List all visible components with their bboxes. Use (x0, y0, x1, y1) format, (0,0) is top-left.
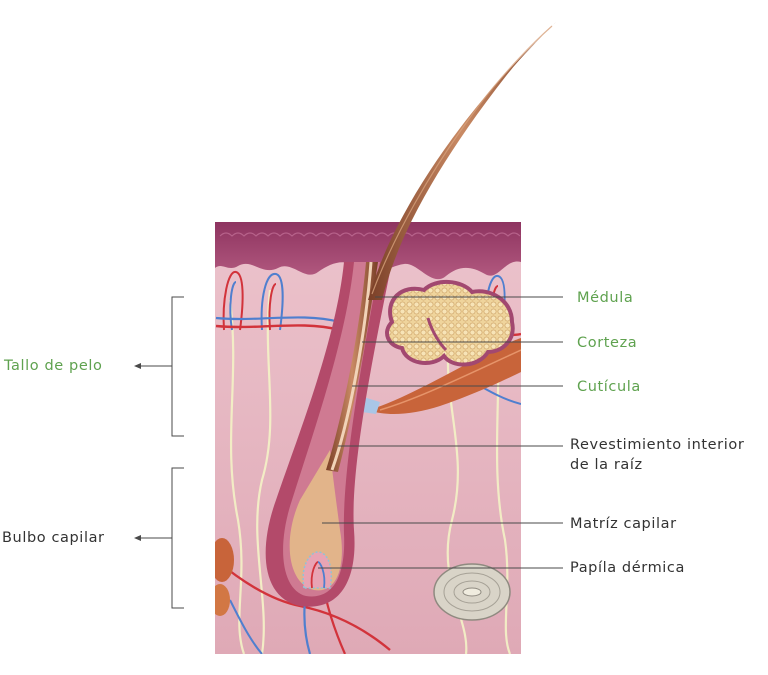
hair-shaft (368, 22, 556, 300)
hair-bulb (289, 450, 342, 591)
medulla-core (330, 261, 373, 471)
brace-tallo (134, 296, 184, 437)
label-bulbo: Bulbo capilar (2, 530, 105, 546)
label-tallo: Tallo de pelo (3, 358, 102, 374)
label-papila: Papíla dérmica (570, 560, 685, 576)
label-corteza: Corteza (577, 335, 637, 351)
epidermis-texture (219, 232, 521, 237)
label-medula: Médula (577, 290, 633, 306)
hair-follicle (265, 261, 392, 607)
label-revestimiento-line1: Revestimiento interior (570, 437, 744, 453)
adipose-tissue (215, 538, 234, 616)
pacinian-corpuscle (433, 563, 511, 621)
label-matriz: Matríz capilar (570, 516, 677, 532)
label-cuticula: Cutícula (577, 379, 641, 395)
leader-lines (318, 296, 563, 569)
sebaceous-gland (385, 280, 515, 367)
label-revestimiento-line2: de la raíz (570, 457, 643, 473)
brace-bulbo (134, 467, 184, 609)
skin-section (215, 222, 521, 654)
